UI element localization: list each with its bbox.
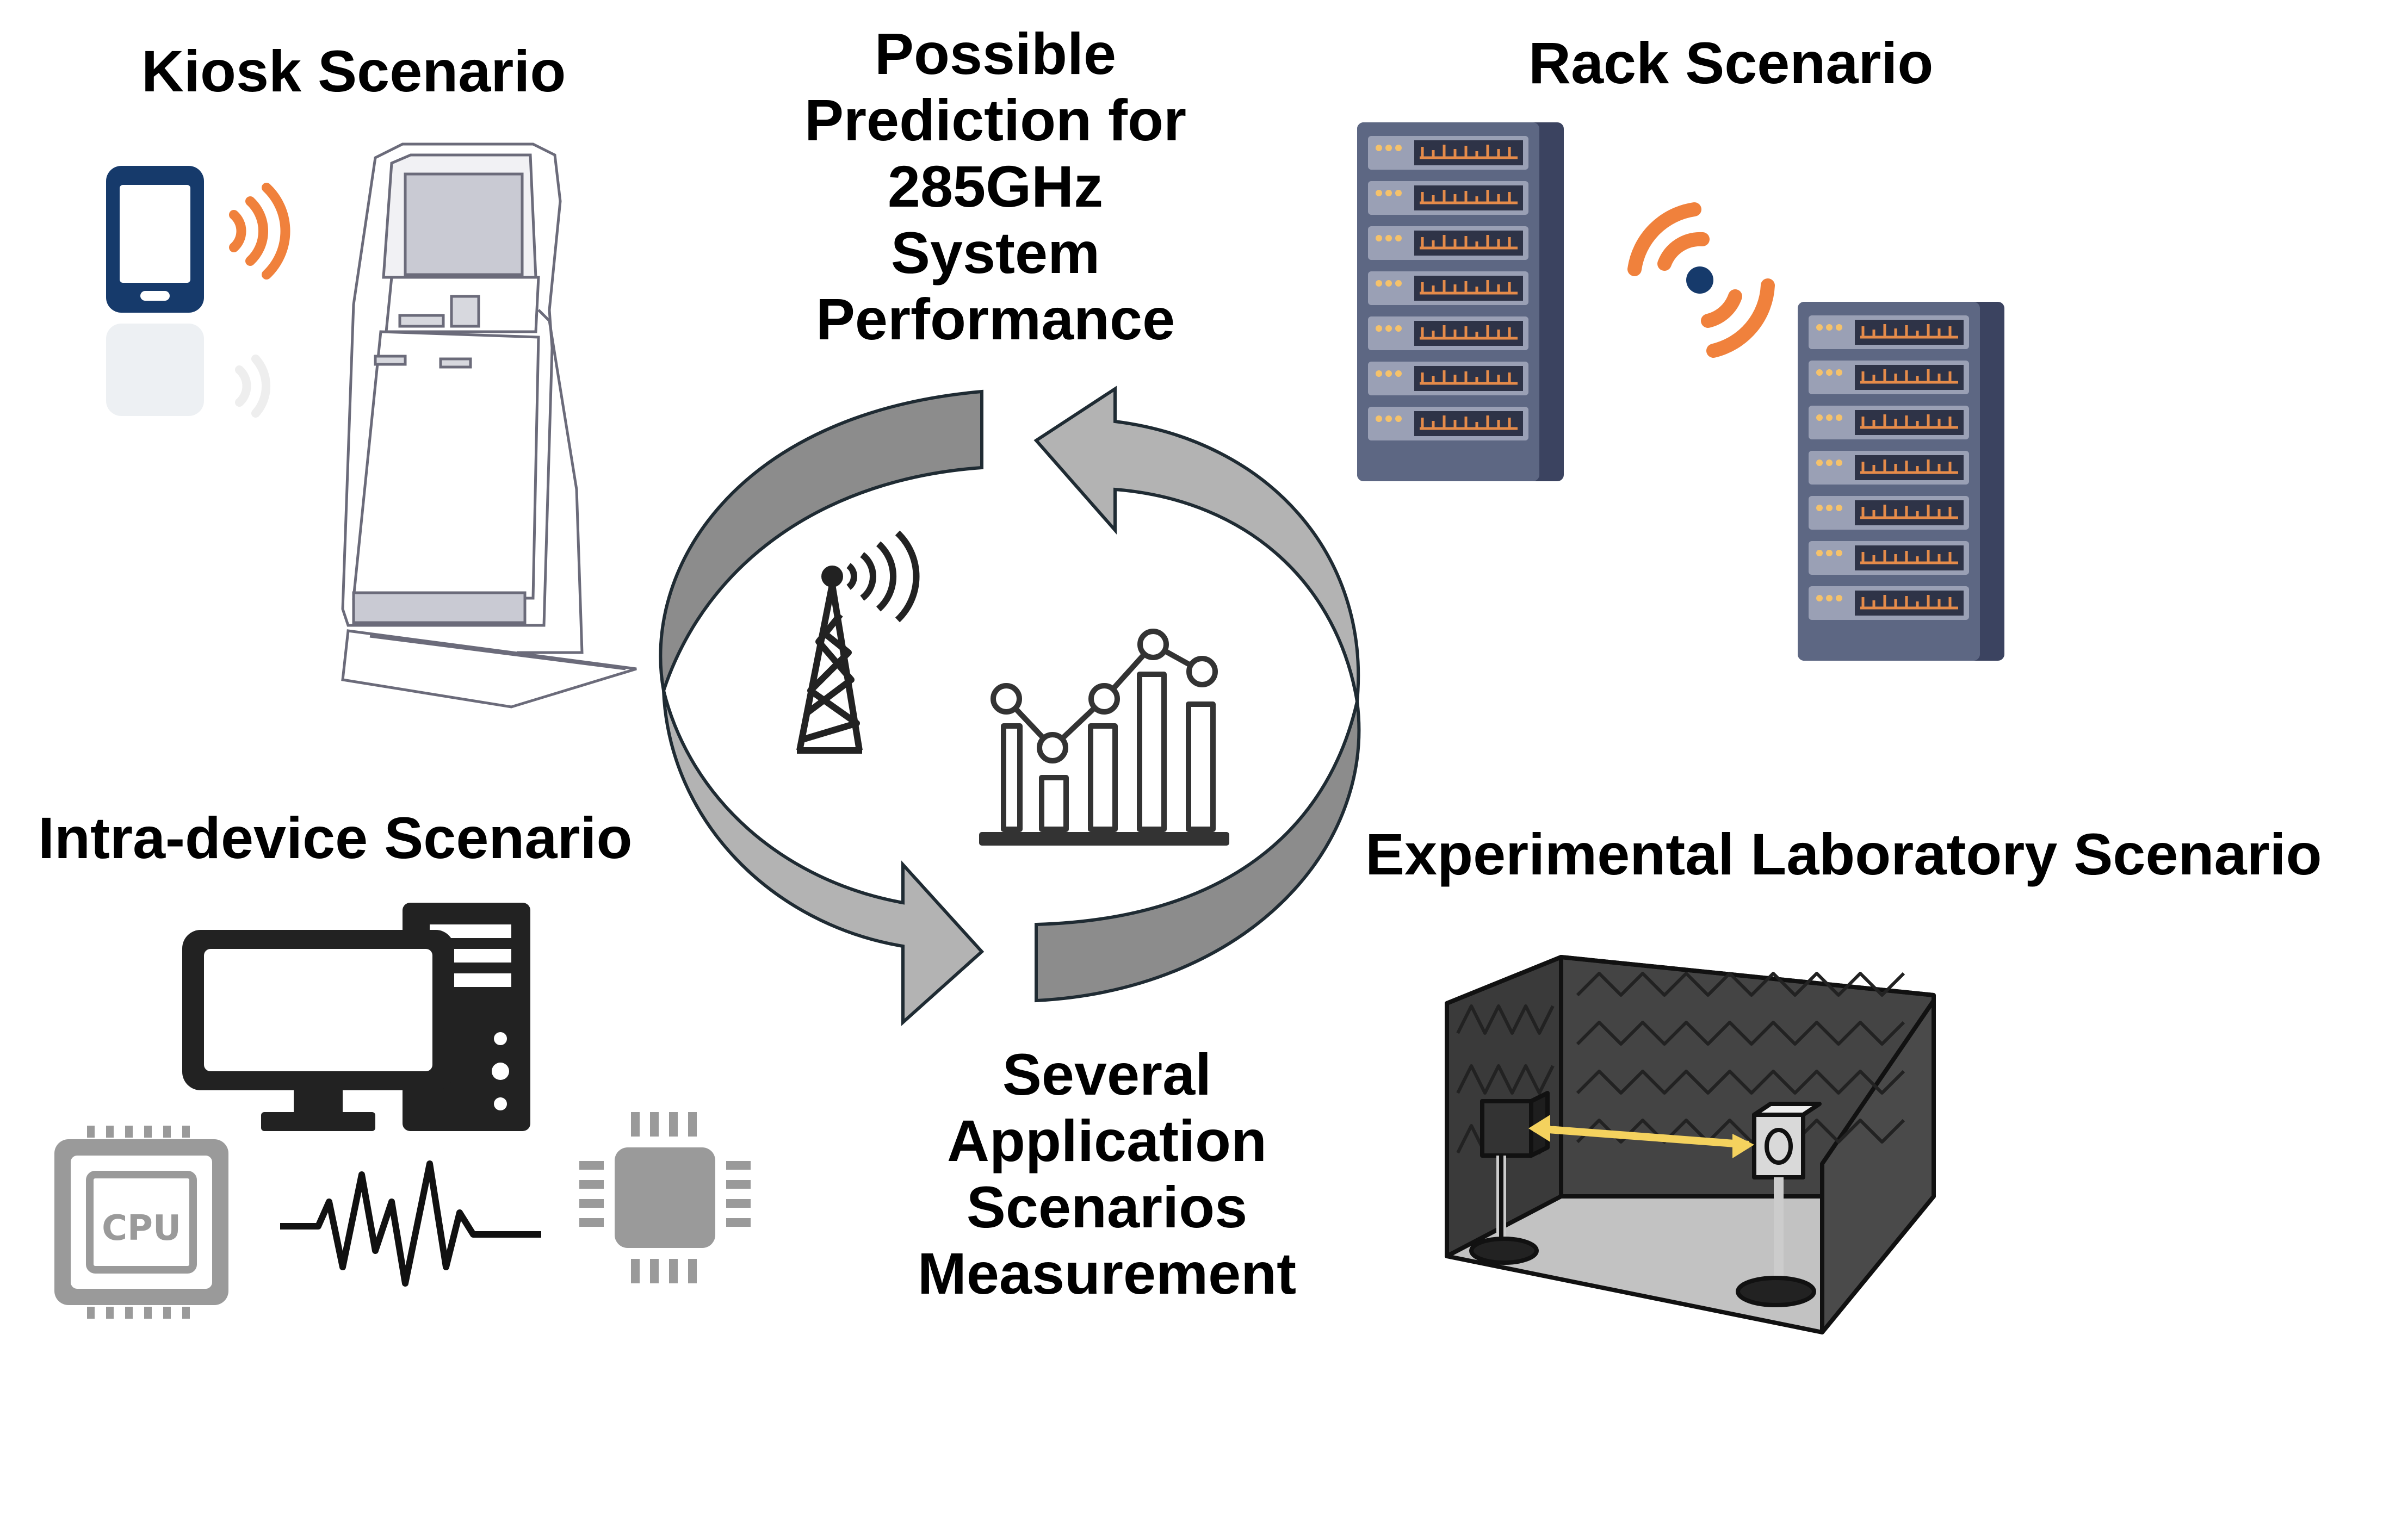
prediction-line: Performance [815,286,1175,352]
server-rack-icon [1357,122,1564,481]
intra-device-scenario-title: Intra-device Scenario [38,805,633,871]
measurement-line: Measurement [917,1240,1297,1307]
kiosk-scenario-title: Kiosk Scenario [141,38,566,104]
antenna-tower-icon [796,530,920,754]
desktop-computer-icon [182,903,530,1131]
measurement-line: Several [1002,1041,1212,1107]
rack-scenario-title: Rack Scenario [1528,30,1934,96]
measurement-line: Application [947,1108,1267,1174]
cpu-icon: CPU [54,1126,228,1319]
anechoic-chamber-icon [1445,955,1936,1334]
prediction-line: Possible [874,21,1117,86]
phone-icon [106,166,204,416]
waveform-icon [280,1160,541,1287]
cycle-arrow-bottom [662,690,1361,1026]
prediction-title: Possible Prediction for 285GHz System Pe… [745,21,1246,352]
wireless-signal-icon [1627,202,1775,358]
kiosk-icon [341,142,637,709]
chip-icon [579,1112,751,1283]
lab-scenario-title: Experimental Laboratory Scenario [1365,821,2322,887]
prediction-line: Prediction for [804,87,1187,153]
measurement-title: Several Application Scenarios Measuremen… [843,1041,1371,1307]
prediction-line: 285GHz [887,153,1104,220]
phone-signal-reflection [235,355,271,418]
cpu-label: CPU [102,1208,181,1249]
chart-icon [979,629,1229,846]
server-rack-icon-2 [1798,302,2004,661]
measurement-line: Scenarios [966,1174,1248,1240]
prediction-line: System [890,220,1100,286]
cycle-arrow-top [659,386,1360,702]
phone-signal-icon [229,183,290,280]
